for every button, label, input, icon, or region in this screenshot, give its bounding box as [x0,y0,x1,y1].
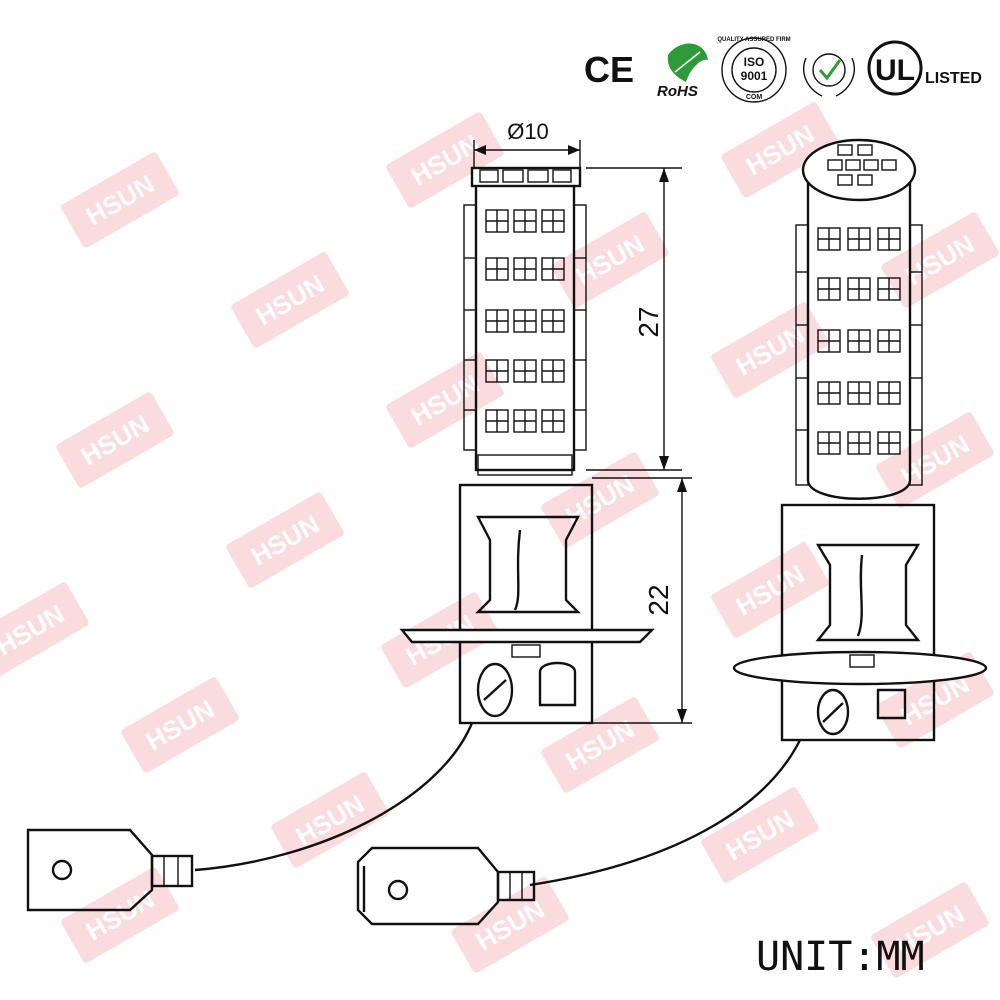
diameter-dimension: Ø10 [473,119,581,168]
ce-mark: CE [584,49,634,90]
ul-text: UL [875,54,915,87]
front-view-bulb [194,166,655,872]
ul-listed-logo: UL LISTED [867,40,982,96]
length-27-dimension: 27 [586,167,682,471]
rohs-logo: RoHS [657,43,708,100]
rohs-text: RoHS [657,83,698,100]
length-27-label: 27 [633,306,664,337]
right-terminal-connector [356,846,536,926]
certification-logos: CE RoHS QUALITY ASSURED FIRM ISO 9001 CO… [584,37,982,103]
laurel-check-logo [803,53,855,97]
diameter-label: Ø10 [507,119,549,144]
iso-com-text: COM [746,94,763,101]
left-terminal-connector [26,828,194,912]
perspective-view-bulb [529,138,988,887]
iso-ring-text: QUALITY ASSURED FIRM [717,37,790,43]
unit-label: UNIT:MM [756,934,925,980]
iso-number-text: 9001 [741,69,768,83]
length-22-label: 22 [643,584,674,615]
iso-text: ISO [744,55,765,69]
ul-listed-text: LISTED [925,70,982,87]
iso-9001-logo: QUALITY ASSURED FIRM ISO 9001 COM [717,37,791,103]
length-22-dimension: 22 [592,477,692,724]
